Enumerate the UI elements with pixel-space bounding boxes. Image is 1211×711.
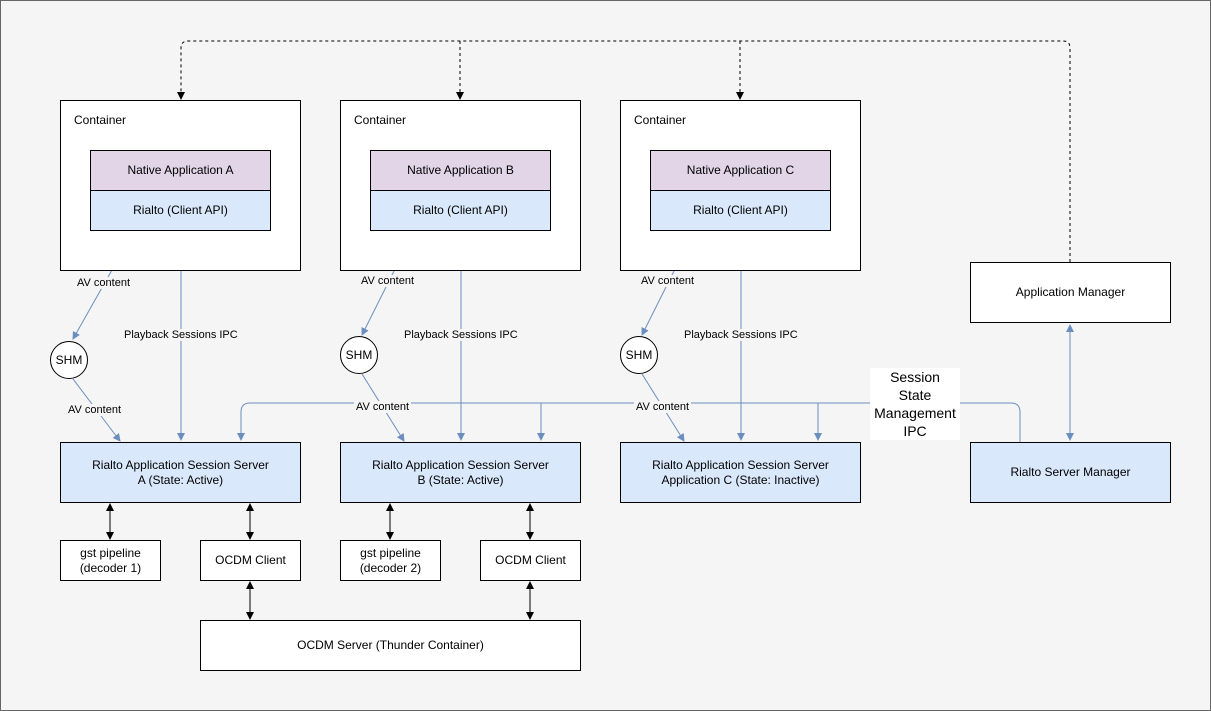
gst-pipeline-1: gst pipeline (decoder 1) — [60, 540, 161, 581]
av-content-label: AV content — [634, 401, 691, 413]
session-state-bus — [237, 402, 1021, 442]
ocdm-client-b: OCDM Client — [480, 540, 581, 581]
native-application-c: Native Application C — [650, 150, 831, 191]
playback-ipc-label: Playback Sessions IPC — [682, 329, 800, 341]
av-content-label: AV content — [66, 404, 123, 416]
av-content-label: AV content — [354, 401, 411, 413]
rialto-client-api-c: Rialto (Client API) — [650, 190, 831, 231]
rialto-client-api-b: Rialto (Client API) — [370, 190, 551, 231]
av-content-label: AV content — [359, 275, 416, 287]
session-server-b: Rialto Application Session Server B (Sta… — [340, 442, 581, 503]
ocdm-server: OCDM Server (Thunder Container) — [200, 620, 581, 671]
shm-a: SHM — [50, 341, 88, 379]
shm-b: SHM — [340, 336, 378, 374]
session-state-ipc-label: Session State Management IPC — [870, 368, 960, 440]
av-content-label: AV content — [639, 275, 696, 287]
rialto-server-manager: Rialto Server Manager — [970, 442, 1171, 503]
container-label: Container — [354, 113, 407, 127]
playback-ipc-label: Playback Sessions IPC — [122, 329, 240, 341]
rialto-client-api-a: Rialto (Client API) — [90, 190, 271, 231]
native-application-a: Native Application A — [90, 150, 271, 191]
app-manager-dashed-links — [177, 40, 1071, 262]
application-manager: Application Manager — [970, 262, 1171, 323]
container-label: Container — [634, 113, 687, 127]
shm-c: SHM — [620, 336, 658, 374]
container-label: Container — [74, 113, 127, 127]
session-server-c: Rialto Application Session Server Applic… — [620, 442, 861, 503]
av-content-label: AV content — [75, 277, 132, 289]
session-server-a: Rialto Application Session Server A (Sta… — [60, 442, 301, 503]
dashed-link-container-a — [177, 40, 1071, 262]
native-application-b: Native Application B — [370, 150, 551, 191]
ocdm-client-a: OCDM Client — [200, 540, 301, 581]
black-connectors — [106, 503, 534, 620]
playback-ipc-label: Playback Sessions IPC — [402, 329, 520, 341]
gst-pipeline-2: gst pipeline (decoder 2) — [340, 540, 441, 581]
